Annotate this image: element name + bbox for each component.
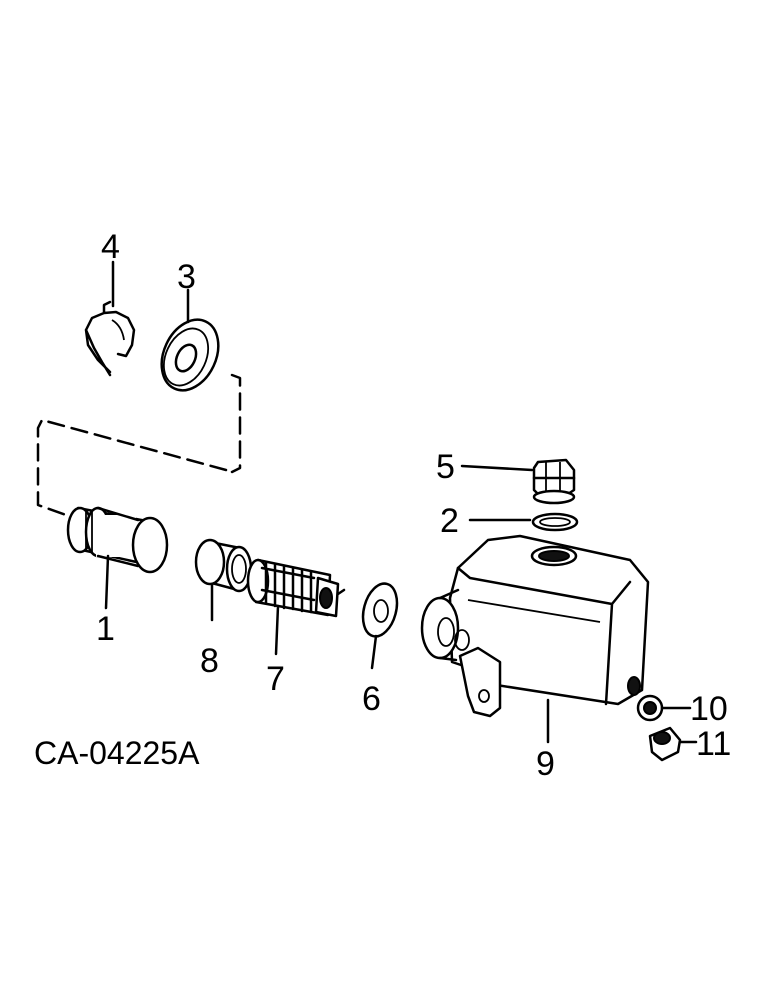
callout-10: 10 — [690, 690, 728, 728]
callout-3: 3 — [177, 258, 196, 296]
callout-2: 2 — [440, 502, 459, 540]
callout-9: 9 — [536, 745, 555, 783]
leader-lines — [104, 260, 698, 744]
outlet-plug — [648, 726, 682, 762]
retaining-clip — [84, 300, 136, 377]
cap-gasket — [531, 512, 579, 532]
dashed-reference-bracket — [36, 373, 242, 517]
plunger — [66, 506, 169, 574]
filler-cap — [532, 458, 576, 505]
callout-11: 11 — [696, 725, 731, 763]
thrust-washer — [160, 318, 220, 392]
callout-1: 1 — [96, 610, 115, 648]
callout-4: 4 — [101, 228, 120, 266]
cup-seal — [194, 538, 253, 593]
callout-7: 7 — [266, 660, 285, 698]
master-cylinder-body — [420, 534, 650, 718]
piston-assembly — [246, 558, 346, 618]
callout-6: 6 — [362, 680, 381, 718]
piston-washer — [361, 582, 399, 638]
callout-5: 5 — [436, 448, 455, 486]
drawing-code: CA-04225A — [34, 735, 200, 771]
callout-8: 8 — [200, 642, 219, 680]
outlet-gasket — [636, 694, 664, 722]
